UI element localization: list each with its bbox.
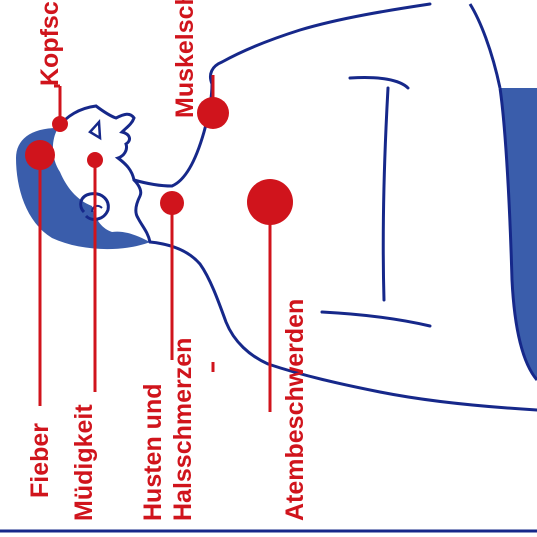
kopfschmerzen-label: Kopfschmerzen	[36, 0, 64, 86]
muskelschmerzen-marker	[197, 97, 229, 129]
atembeschwerden-marker	[247, 179, 293, 225]
fieber-label: Fieber	[26, 423, 54, 498]
chest-line	[383, 88, 388, 300]
muedigkeit-marker	[87, 152, 103, 168]
husten-label: Husten und Halsschmerzen	[138, 338, 198, 521]
eye-shape	[90, 122, 100, 138]
husten-marker	[160, 191, 184, 215]
atembeschwerden-label: Atembeschwerden	[281, 299, 309, 521]
collar-line-lower	[322, 312, 430, 326]
muedigkeit-label: Müdigkeit	[70, 404, 98, 521]
muskelschmerzen-label: Muskelschmerzen	[171, 0, 199, 118]
collar-line	[350, 77, 408, 88]
back-outline	[150, 242, 537, 410]
fieber-marker	[25, 140, 55, 170]
kopfschmerzen-marker	[52, 116, 68, 132]
